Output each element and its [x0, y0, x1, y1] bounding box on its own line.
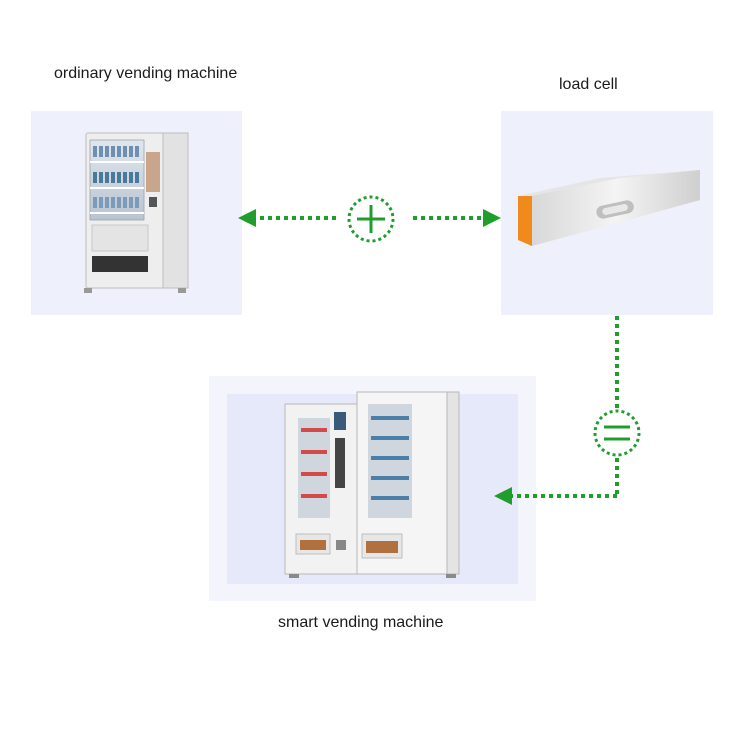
load-cell-image [518, 170, 700, 246]
ordinary-vending-machine-label: ordinary vending machine [54, 65, 238, 82]
ordinary-vending-machine-image [84, 132, 189, 293]
bottom-arrow-connector [494, 487, 617, 505]
smart-vending-machine-label: smart vending machine [278, 614, 444, 631]
equals-icon [593, 409, 641, 457]
right-arrow-connector [413, 209, 501, 227]
plus-icon [347, 195, 395, 243]
left-arrow-connector [238, 209, 336, 227]
smart-vending-machine-image [284, 391, 460, 578]
load-cell-label: load cell [559, 76, 618, 93]
